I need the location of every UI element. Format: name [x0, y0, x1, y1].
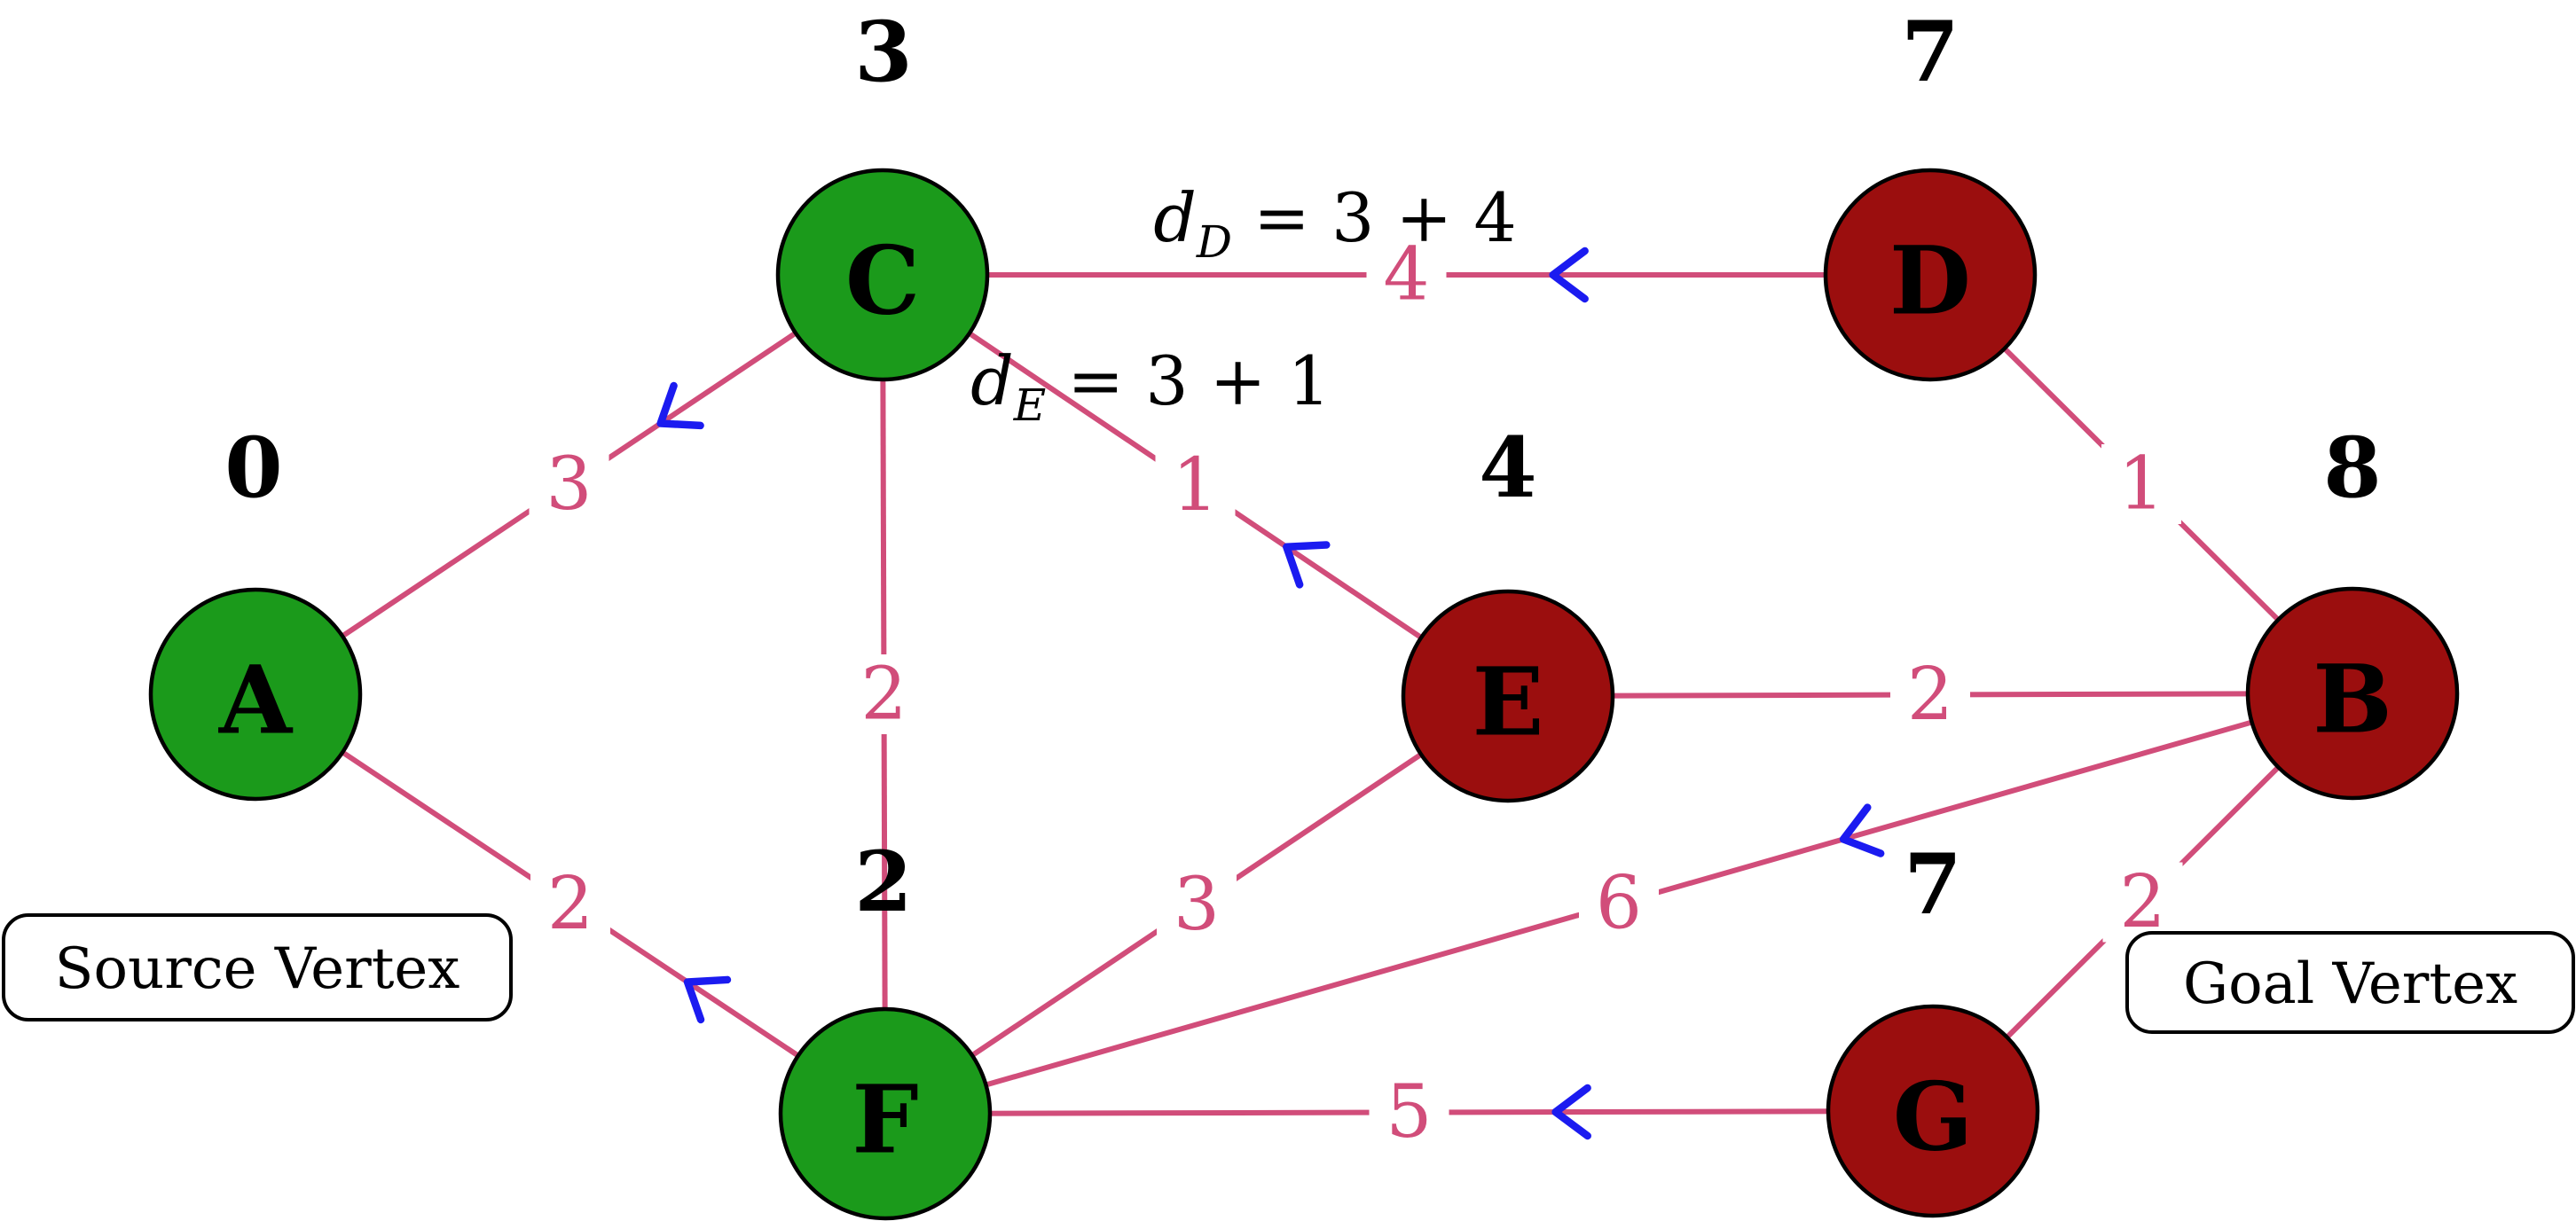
edge-weight-backdrop-D-B	[2101, 444, 2181, 524]
vertex-E	[1401, 589, 1615, 803]
vertex-label-A: A	[218, 645, 294, 755]
vertex-label-F: F	[852, 1064, 918, 1175]
relaxation-annotation-D: dD = 3 + 4	[1153, 178, 1516, 268]
vertex-label-D: D	[1889, 225, 1971, 336]
relaxation-arrow-icon-C-E	[1283, 541, 1331, 589]
edge-weight-backdrop-F-G	[1369, 1072, 1449, 1153]
source-vertex-label: Source Vertex	[55, 936, 460, 1002]
vertex-F	[778, 1006, 993, 1221]
edge-weight-D-B: 1	[2118, 442, 2164, 527]
edge-weight-backdrop-E-F	[1157, 865, 1237, 945]
annotation-expression: = 3 + 1	[1046, 341, 1331, 420]
edge-weight-backdrop-C-F	[844, 654, 924, 734]
relaxation-arrow-icon-A-F	[683, 975, 732, 1024]
edge-weight-F-G: 5	[1386, 1070, 1432, 1154]
edge-weight-backdrop-G-B	[2102, 862, 2183, 943]
relaxation-arrow-icon-F-G	[1551, 1084, 1591, 1140]
edge-weight-C-F: 2	[860, 653, 907, 737]
edge-weight-backdrop-C-E	[1155, 445, 1236, 526]
goal-vertex-label: Goal Vertex	[2183, 951, 2517, 1017]
distance-label-B: 8	[2323, 419, 2381, 517]
edge-weight-backdrop-C-D	[1366, 235, 1447, 315]
vertex-C	[775, 168, 990, 382]
distance-label-F: 2	[854, 834, 912, 931]
vertex-D	[1823, 168, 2038, 382]
edge-weight-E-B: 2	[1907, 653, 1953, 737]
edge-weight-A-C: 3	[546, 442, 592, 527]
edge-weight-C-D: 4	[1383, 233, 1429, 317]
edge-weight-backdrop-E-B	[1890, 654, 1970, 735]
vertex-label-G: G	[1893, 1061, 1974, 1172]
goal-vertex-box	[2125, 931, 2575, 1034]
annotation-expression: = 3 + 4	[1232, 178, 1517, 257]
edge-weight-backdrop-A-F	[530, 864, 610, 944]
edge-weight-E-F: 3	[1174, 863, 1220, 947]
edge-weight-F-B: 6	[1596, 862, 1642, 946]
source-vertex-box	[2, 913, 513, 1021]
relaxation-arrow-icon-C-D	[1549, 247, 1589, 303]
edge-weight-backdrop-F-B	[1579, 864, 1659, 943]
distance-label-G: 7	[1904, 836, 1961, 934]
annotation-subscript: D	[1196, 216, 1232, 268]
relaxation-arrow-icon-F-B	[1839, 803, 1885, 857]
relaxation-arrow-icon-A-C	[656, 381, 704, 430]
edge-weight-backdrop-A-C	[529, 444, 609, 525]
vertex-label-C: C	[845, 225, 920, 336]
distance-label-C: 3	[854, 4, 912, 101]
vertex-A	[148, 587, 363, 802]
relaxation-annotation-E: dE = 3 + 1	[970, 341, 1331, 431]
edge-weight-C-E: 1	[1172, 443, 1218, 528]
annotation-subscript: E	[1013, 380, 1047, 431]
edge-weight-G-B: 2	[2119, 860, 2165, 944]
annotation-var: d	[1153, 178, 1197, 257]
edge-weight-A-F: 2	[547, 862, 593, 946]
vertex-G	[1826, 1004, 2040, 1218]
distance-label-A: 0	[224, 419, 282, 517]
vertex-B	[2245, 586, 2460, 801]
vertex-label-B: B	[2313, 644, 2392, 755]
vertex-label-E: E	[1473, 646, 1544, 757]
distance-label-D: 7	[1901, 4, 1959, 101]
annotation-var: d	[970, 341, 1014, 420]
distance-label-E: 4	[1479, 419, 1536, 517]
